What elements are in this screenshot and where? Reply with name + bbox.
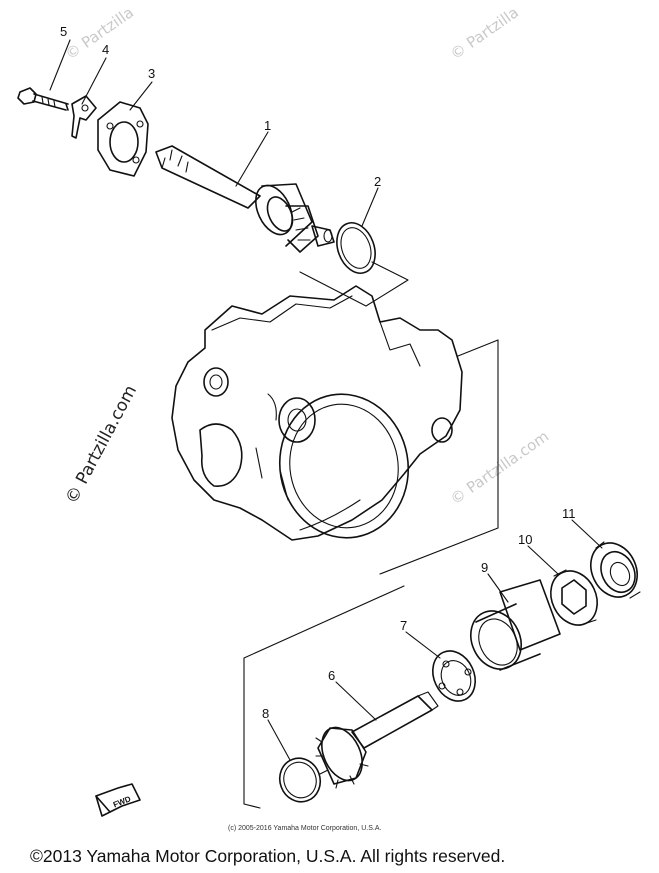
part-10-hex-plate <box>550 569 598 626</box>
part-5-bolt <box>17 87 69 111</box>
callout-9: 9 <box>481 560 488 575</box>
callout-10: 10 <box>518 532 532 547</box>
part-2-o-ring <box>336 222 376 274</box>
callout-11: 11 <box>562 506 576 521</box>
fwd-arrow-icon: FWD <box>95 783 141 817</box>
upper-assembly-guide <box>299 261 409 307</box>
callout-labels: 5 4 3 1 2 11 10 9 7 6 8 <box>60 24 576 721</box>
callout-2: 2 <box>374 174 381 189</box>
leader-lines <box>49 39 603 761</box>
callout-6: 6 <box>328 668 335 683</box>
callout-1: 1 <box>264 118 271 133</box>
callout-8: 8 <box>262 706 269 721</box>
part-3-gasket <box>97 101 149 177</box>
callout-4: 4 <box>102 42 109 57</box>
watermark-top-right: © Partzilla <box>447 3 522 63</box>
watermark-left: © Partzilla.com <box>62 382 141 507</box>
fwd-arrow-label: FWD <box>112 794 132 809</box>
part-4-lock-plate <box>71 95 97 139</box>
part-1-drive-shaft <box>155 145 335 253</box>
part-11-oil-seal <box>590 541 641 599</box>
crankcase-housing <box>171 285 463 541</box>
part-7-bearing <box>432 650 476 702</box>
callout-5: 5 <box>60 24 67 39</box>
copyright-small: (c) 2005-2016 Yamaha Motor Corporation, … <box>228 825 381 832</box>
watermark-top-left: © Partzilla <box>62 3 137 63</box>
copyright-main: ©2013 Yamaha Motor Corporation, U.S.A. A… <box>30 846 505 866</box>
callout-3: 3 <box>148 66 155 81</box>
part-9-bushing <box>470 579 561 671</box>
callout-7: 7 <box>400 618 407 633</box>
lower-assembly-bracket <box>243 585 405 809</box>
watermark-right: © Partzilla.com <box>447 427 552 508</box>
part-8-o-ring <box>278 757 322 803</box>
part-6-driven-shaft <box>315 691 439 789</box>
crankcase-bracket-right <box>379 339 499 575</box>
